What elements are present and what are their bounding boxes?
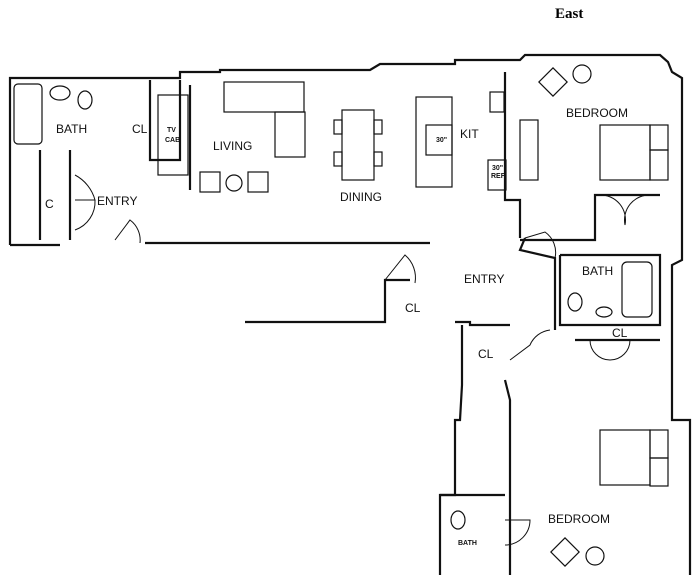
toilet-icon: [77, 90, 93, 110]
room-label-bath: BATH: [56, 122, 87, 136]
sofa-icon: [223, 81, 305, 113]
dining-table-icon: [341, 109, 375, 181]
ref-label: REF: [491, 173, 506, 180]
dresser-icon: [519, 119, 539, 181]
walls: [8, 53, 692, 575]
room-label-closet: C: [45, 197, 54, 211]
bed-icon: [599, 429, 651, 486]
range-icon: [425, 124, 453, 156]
room-label-bath: BATH: [582, 264, 613, 278]
fixtures: [13, 64, 669, 567]
bathtub-icon: [13, 83, 43, 145]
room-label-bedroom: BEDROOM: [548, 512, 610, 526]
ref-label: 30": [492, 165, 503, 172]
room-label-living: LIVING: [213, 139, 252, 153]
range-label: 30": [436, 137, 447, 144]
room-label-closet: CL: [478, 347, 494, 361]
chair-icon: [199, 171, 221, 193]
room-label-dining: DINING: [340, 190, 382, 204]
side-table-icon: [585, 546, 605, 566]
refrigerator: [487, 159, 507, 191]
toilet-icon: [567, 292, 583, 312]
sink-icon: [450, 510, 466, 530]
room-label-bath: BATH: [458, 540, 477, 547]
door-swing: [74, 174, 96, 201]
sink-icon: [595, 306, 613, 318]
room-label-entry: ENTRY: [464, 272, 504, 286]
compass-label: East: [555, 6, 583, 22]
room-label-closet: CL: [132, 122, 148, 136]
side-table-icon: [225, 174, 243, 192]
side-table-icon: [572, 64, 592, 84]
chair-icon: [247, 171, 269, 193]
room-label-kitchen: KIT: [460, 127, 479, 141]
tv-cab-label: CAB: [165, 137, 180, 144]
tv-cabinet: [157, 94, 189, 176]
room-label-closet: CL: [405, 301, 421, 315]
armchair-icon: [538, 67, 568, 97]
sink-icon: [49, 85, 71, 101]
doors: [74, 174, 651, 546]
bathtub-icon: [621, 261, 653, 318]
armchair-icon: [550, 537, 580, 567]
bed-icon: [599, 124, 651, 181]
room-label-bedroom: BEDROOM: [566, 106, 628, 120]
sofa-chaise-icon: [274, 111, 306, 158]
room-label-closet: CL: [612, 326, 628, 340]
tv-cab-label: TV: [167, 127, 176, 134]
room-label-entry: ENTRY: [97, 194, 137, 208]
kitchen-sink-icon: [489, 91, 505, 113]
